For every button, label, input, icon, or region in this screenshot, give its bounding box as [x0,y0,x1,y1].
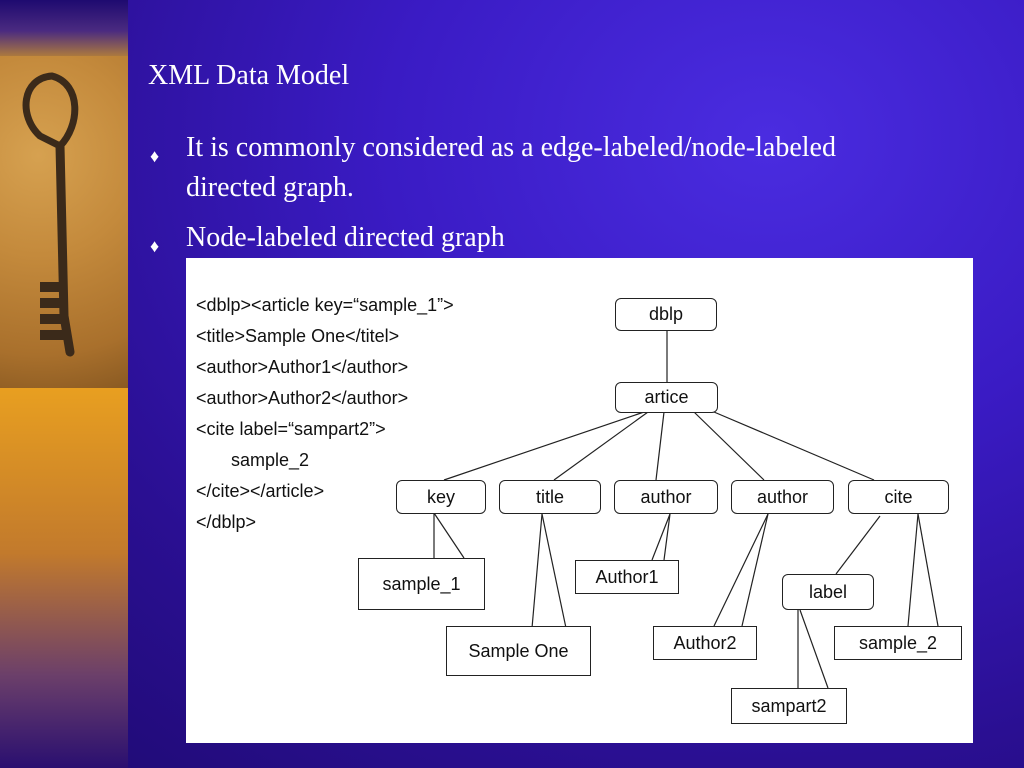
graph-value-author-2: Author2 [653,626,757,660]
bullet-line: Node-labeled directed graph [186,222,505,253]
graph-node-key: key [396,480,486,514]
xml-line: <author>Author1</author> [196,357,409,377]
xml-source: <dblp><article key=“sample_1”> <title>Sa… [196,290,454,538]
xml-line: </dblp> [196,512,257,532]
graph-node-author-2: author [731,480,834,514]
graph-node-dblp: dblp [615,298,717,331]
diamond-bullet-icon: ♦ [150,236,160,256]
slide-title: XML Data Model [148,60,350,91]
xml-line: </cite></article> [196,481,325,501]
xml-line: <author>Author2</author> [196,388,409,408]
xml-line: sample_2 [196,450,310,470]
graph-edges [431,330,939,689]
graph-node-article: artice [615,382,718,413]
key-photo [0,56,128,388]
graph-node-title: title [499,480,601,514]
diagram-panel: <dblp><article key=“sample_1”> <title>Sa… [186,258,973,743]
graph-value-sample-2: sample_2 [834,626,962,660]
key-icon [22,72,79,357]
bullet-line: It is commonly considered as a edge-labe… [186,132,836,163]
graph-node-label: label [782,574,874,610]
bullet-line: directed graph. [186,172,354,203]
graph-node-cite: cite [848,480,949,514]
graph-value-sample-1: sample_1 [358,558,485,610]
xml-line: <dblp><article key=“sample_1”> [196,295,454,315]
xml-line: <title>Sample One</titel> [196,326,400,346]
graph-value-sampart2: sampart2 [731,688,847,724]
diamond-bullet-icon: ♦ [150,146,160,166]
graph-node-author-1: author [614,480,718,514]
graph-value-sample-one: Sample One [446,626,591,676]
graph-value-author-1: Author1 [575,560,679,594]
xml-line: <cite label=“sampart2”> [196,419,386,439]
